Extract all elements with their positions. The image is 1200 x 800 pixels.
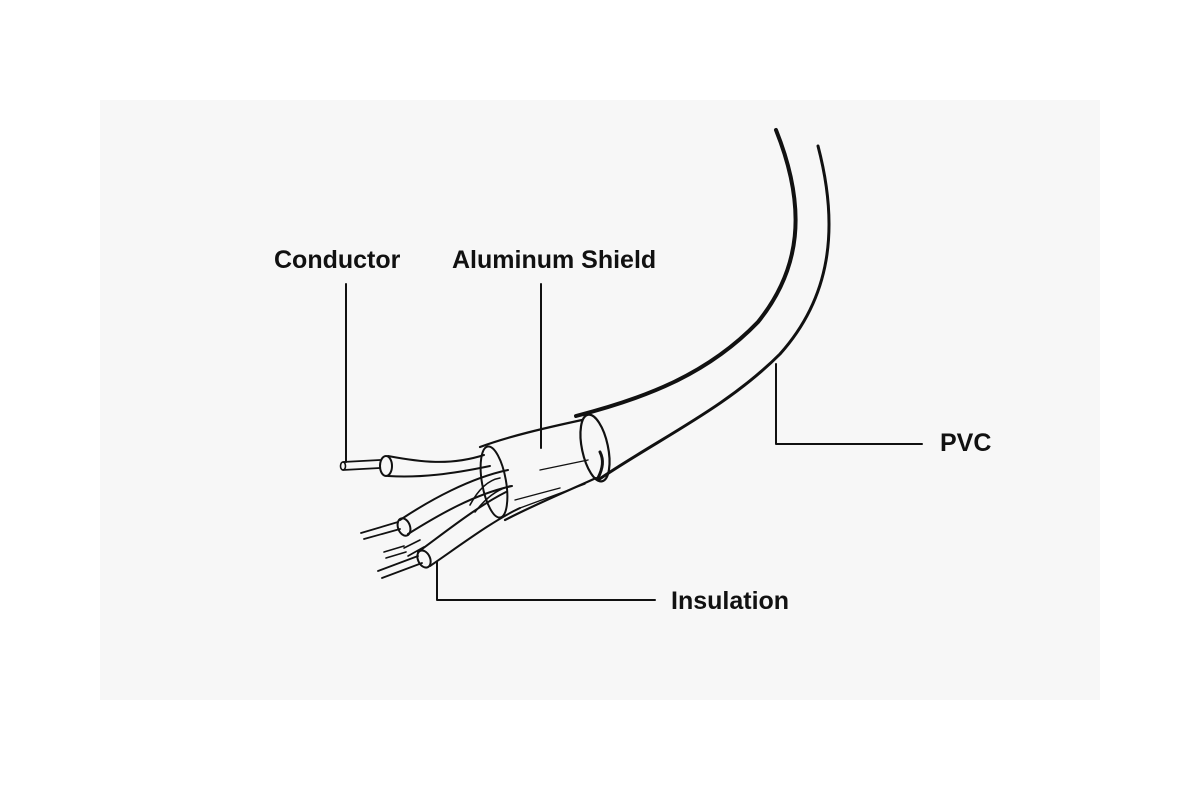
label-insulation: Insulation [671,587,790,615]
insulation-leader [436,561,656,601]
conductor-wire [339,454,491,478]
leader-lines [345,283,923,601]
pvc-leader [775,363,923,445]
label-aluminum-shield: Aluminum Shield [452,246,657,274]
insulated-pairs [360,469,521,579]
label-conductor: Conductor [274,246,401,274]
aluminum-shield [478,418,598,522]
pvc-jacket [574,128,831,483]
label-pvc: PVC [940,429,992,457]
